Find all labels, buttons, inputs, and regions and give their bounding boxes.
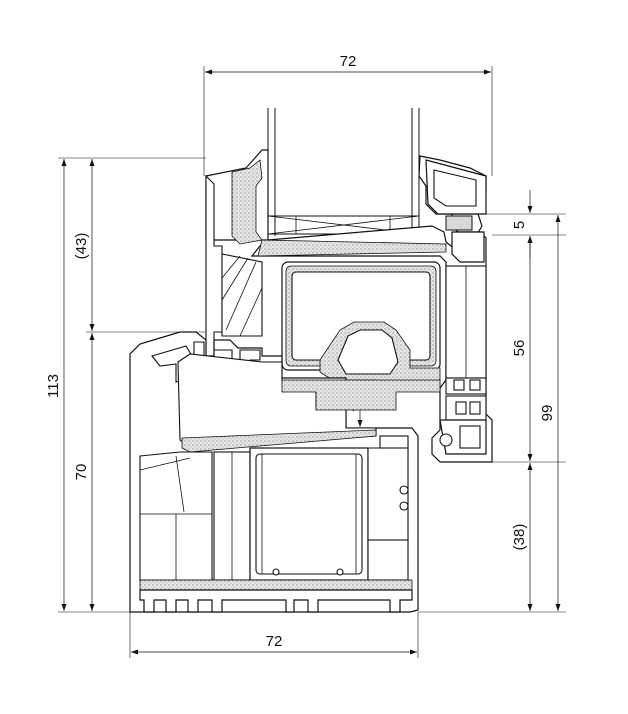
dim-frame-lower: (38) xyxy=(511,524,528,551)
dim-overall-height: 113 xyxy=(45,374,62,398)
dim-frame-height: 70 xyxy=(73,464,90,481)
dim-bottom-width: 72 xyxy=(266,633,283,650)
dim-top-width: 72 xyxy=(340,53,357,70)
sash-profile xyxy=(205,149,493,463)
frame-profile xyxy=(129,331,441,613)
dim-rebate-depth: (43) xyxy=(73,233,90,260)
dim-sash-height: 99 xyxy=(539,405,556,422)
dim-gasket-offset: 5 xyxy=(511,221,528,229)
glazing-unit xyxy=(267,108,420,236)
dim-sash-rebate: 56 xyxy=(511,340,528,357)
